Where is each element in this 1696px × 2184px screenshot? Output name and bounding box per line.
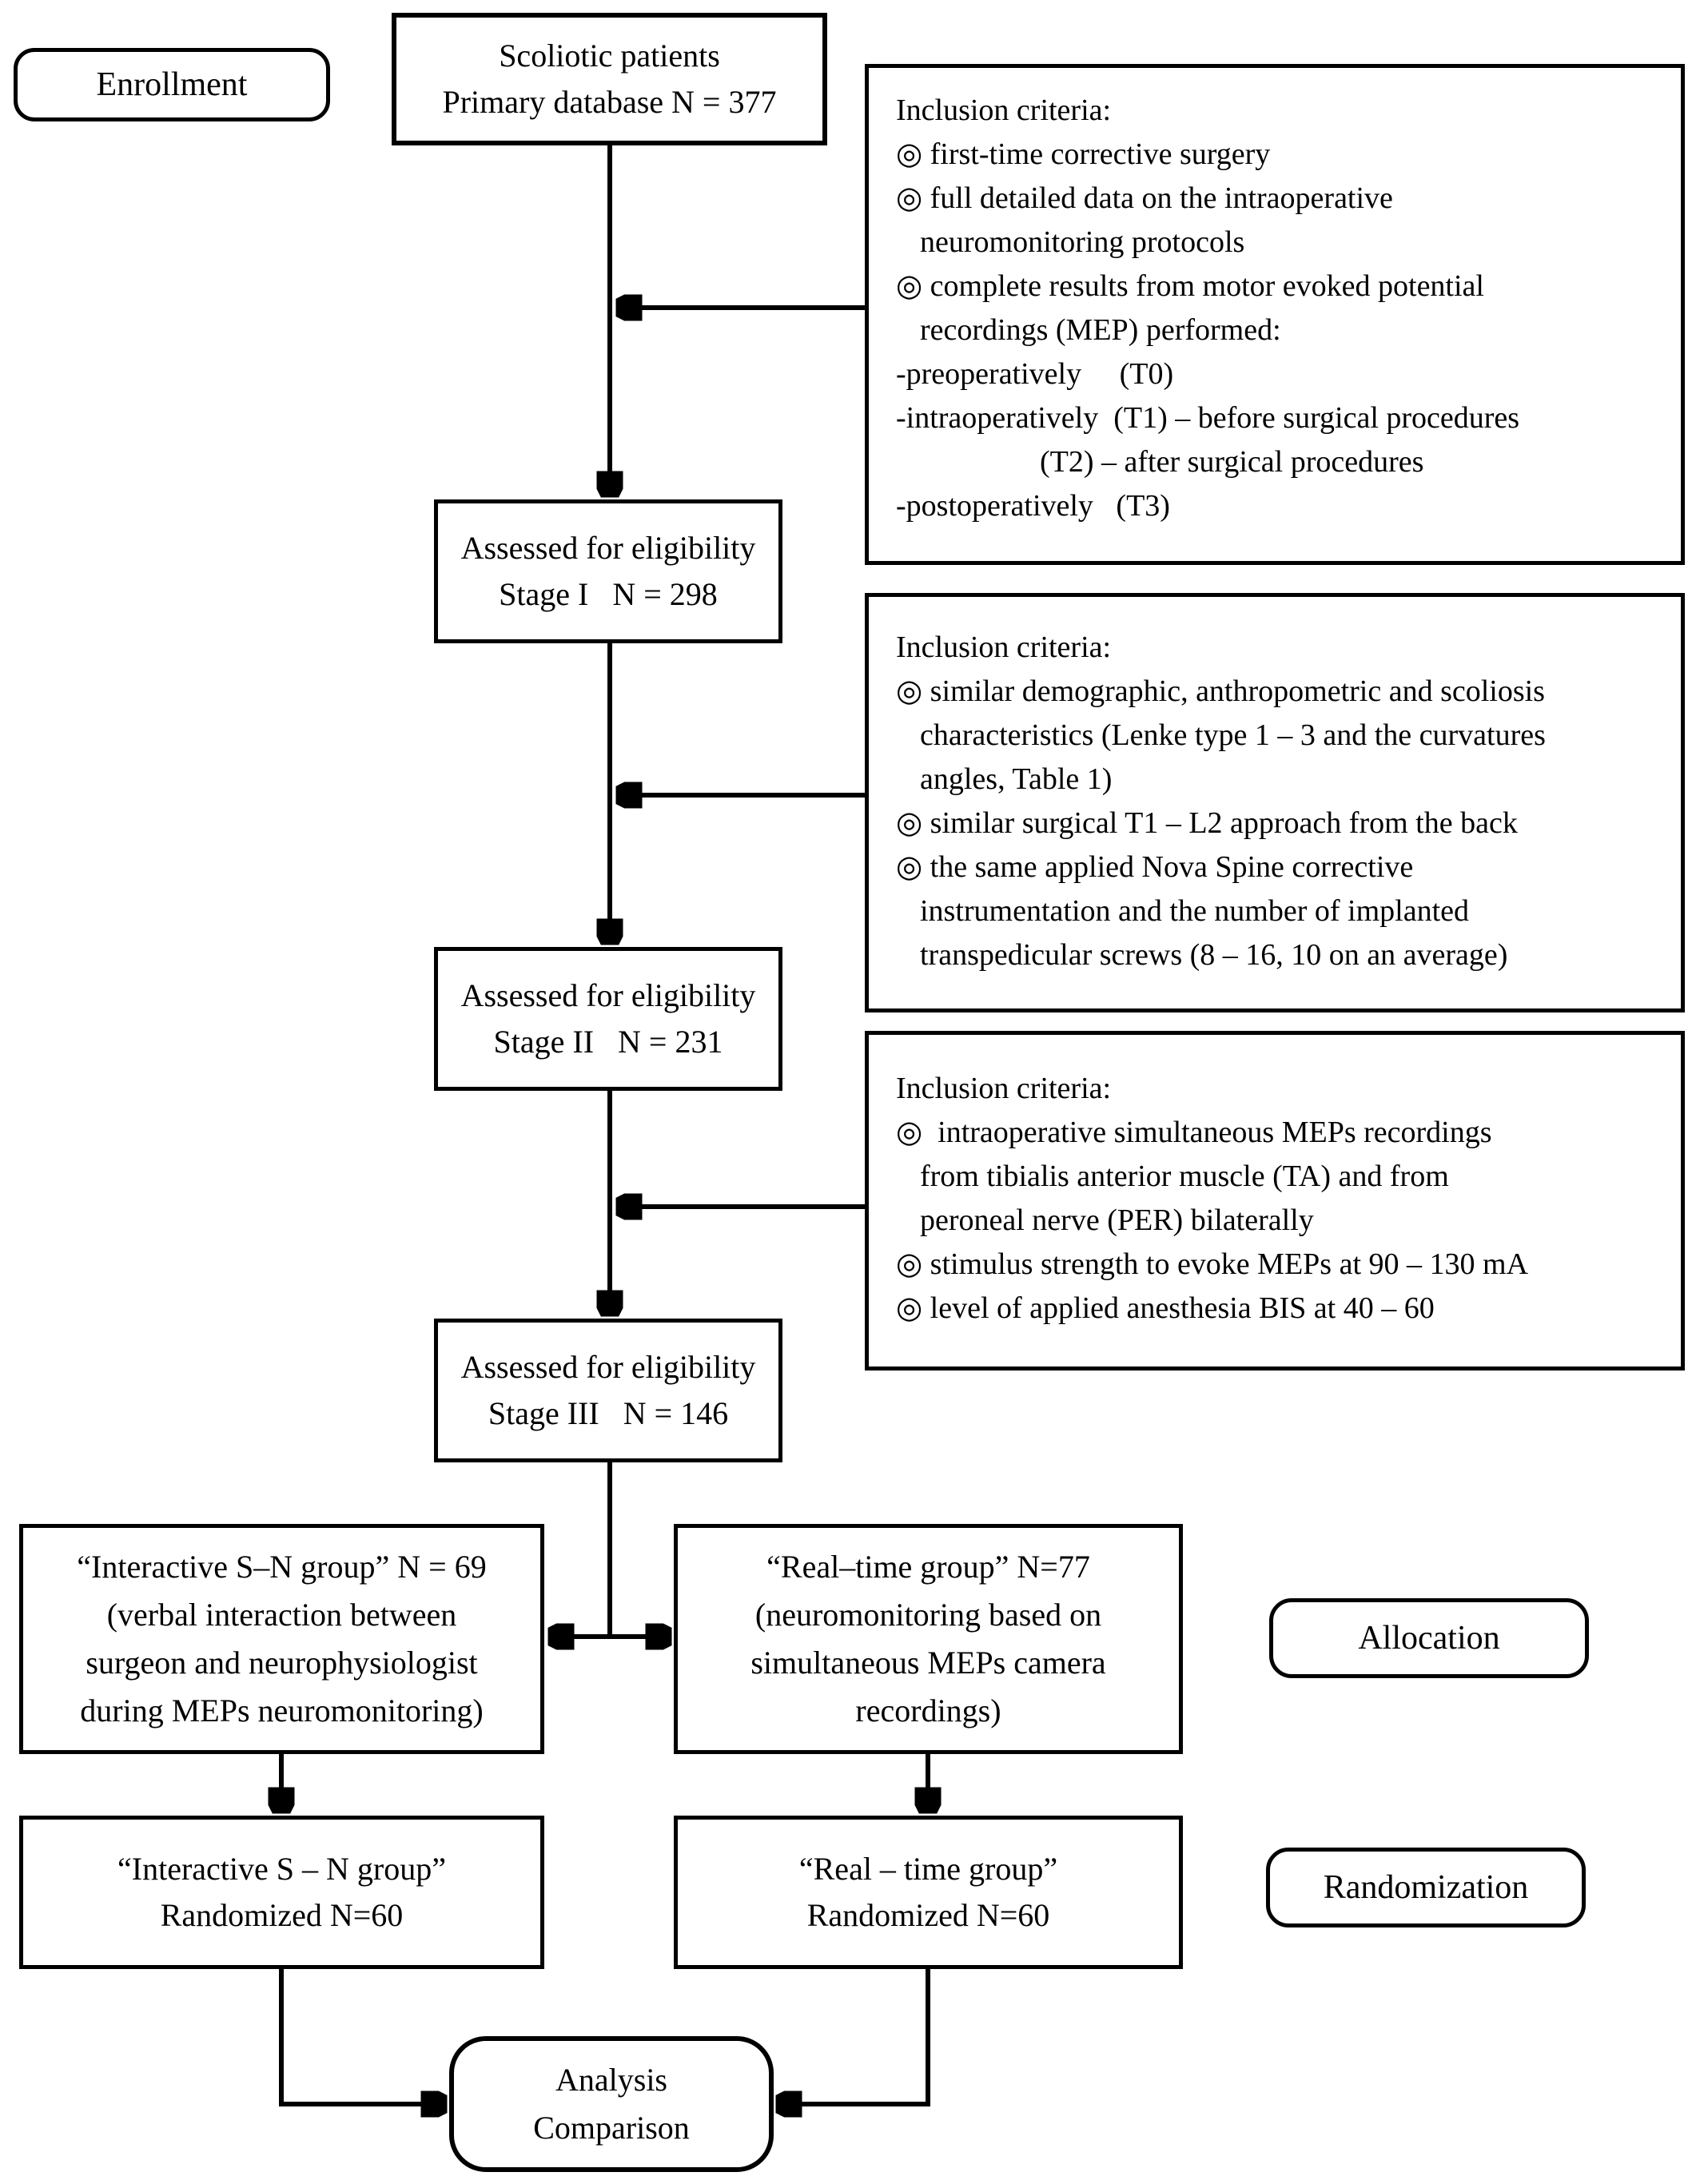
- stage3-eligibility-box: Assessed for eligibility Stage III N = 1…: [434, 1319, 782, 1462]
- inclusion-criteria-3-item: ◎ intraoperative simultaneous MEPs recor…: [896, 1116, 1492, 1149]
- primary-database-line2: Primary database N = 377: [442, 84, 777, 120]
- inclusion-criteria-1-item: ◎ first-time corrective surgery: [896, 137, 1271, 171]
- inclusion-criteria-1-title: Inclusion criteria:: [896, 93, 1112, 127]
- arrow-randomized-right-to-analysis: [777, 1969, 930, 2104]
- inclusion-criteria-1-timepoint-t2: (T2) – after surgical procedures: [1040, 445, 1424, 479]
- realtime-randomized-line2: Randomized N=60: [806, 1897, 1050, 1933]
- allocation-label-box: Allocation: [1269, 1598, 1589, 1678]
- analysis-line2: Comparison: [533, 2110, 690, 2146]
- interactive-randomized-line1: “Interactive S – N group”: [117, 1851, 446, 1887]
- stage3-line1: Assessed for eligibility: [460, 1349, 756, 1385]
- realtime-group-line3: simultaneous MEPs camera: [750, 1645, 1106, 1681]
- inclusion-criteria-2-item: ◎ the same applied Nova Spine corrective: [896, 850, 1414, 884]
- realtime-group-line2: (neuromonitoring based on: [754, 1597, 1102, 1633]
- stage1-line1: Assessed for eligibility: [460, 530, 756, 566]
- interactive-group-box: “Interactive S–N group” N = 69 (verbal i…: [19, 1524, 544, 1754]
- stage3-line2: Stage III N = 146: [488, 1395, 729, 1431]
- stage1-line2: Stage I N = 298: [499, 576, 718, 612]
- realtime-randomized-box: “Real – time group” Randomized N=60: [674, 1816, 1183, 1969]
- enrollment-label-box: Enrollment: [14, 48, 330, 121]
- inclusion-criteria-2-item-cont: angles, Table 1): [920, 762, 1113, 796]
- stage1-eligibility-box: Assessed for eligibility Stage I N = 298: [434, 499, 782, 643]
- randomization-label-box: Randomization: [1266, 1848, 1586, 1927]
- analysis-comparison-box: Analysis Comparison: [449, 2036, 774, 2172]
- inclusion-criteria-2-item: ◎ similar demographic, anthropometric an…: [896, 674, 1545, 708]
- enrollment-label: Enrollment: [96, 66, 248, 103]
- inclusion-criteria-1-item-cont: neuromonitoring protocols: [920, 225, 1245, 259]
- inclusion-criteria-2-box: Inclusion criteria: ◎ similar demographi…: [865, 593, 1685, 1012]
- inclusion-criteria-2-item: ◎ similar surgical T1 – L2 approach from…: [896, 806, 1518, 840]
- inclusion-criteria-1-timepoint-t0: -preoperatively (T0): [896, 357, 1174, 391]
- inclusion-criteria-3-item-cont: peroneal nerve (PER) bilaterally: [920, 1203, 1314, 1237]
- stage2-line1: Assessed for eligibility: [460, 977, 756, 1013]
- inclusion-criteria-3-item: ◎ level of applied anesthesia BIS at 40 …: [896, 1291, 1435, 1325]
- realtime-randomized-line1: “Real – time group”: [798, 1851, 1058, 1887]
- inclusion-criteria-1-timepoint-t1: -intraoperatively (T1) – before surgical…: [896, 401, 1520, 435]
- analysis-line1: Analysis: [555, 2062, 667, 2098]
- interactive-group-line2: (verbal interaction between: [106, 1597, 457, 1633]
- inclusion-criteria-3-item: ◎ stimulus strength to evoke MEPs at 90 …: [896, 1247, 1529, 1281]
- randomization-label: Randomization: [1323, 1869, 1529, 1906]
- inclusion-criteria-3-item-cont: from tibialis anterior muscle (TA) and f…: [920, 1160, 1449, 1193]
- inclusion-criteria-1-timepoint-t3: -postoperatively (T3): [896, 489, 1170, 523]
- inclusion-criteria-3-title: Inclusion criteria:: [896, 1072, 1112, 1105]
- realtime-group-line4: recordings): [855, 1693, 1001, 1729]
- inclusion-criteria-2-title: Inclusion criteria:: [896, 631, 1112, 664]
- allocation-label: Allocation: [1358, 1620, 1500, 1657]
- arrow-randomized-left-to-analysis: [279, 1969, 446, 2104]
- inclusion-criteria-2-item-cont: instrumentation and the number of implan…: [920, 894, 1470, 928]
- inclusion-criteria-1-item: ◎ full detailed data on the intraoperati…: [896, 181, 1393, 215]
- inclusion-criteria-1-item: ◎ complete results from motor evoked pot…: [896, 269, 1484, 303]
- primary-database-line1: Scoliotic patients: [499, 38, 720, 74]
- inclusion-criteria-1-box: Inclusion criteria: ◎ first-time correct…: [865, 64, 1685, 565]
- primary-database-box: Scoliotic patients Primary database N = …: [392, 13, 827, 145]
- interactive-group-line1: “Interactive S–N group” N = 69: [77, 1549, 487, 1585]
- inclusion-criteria-3-box: Inclusion criteria: ◎ intraoperative sim…: [865, 1031, 1685, 1370]
- realtime-group-box: “Real–time group” N=77 (neuromonitoring …: [674, 1524, 1183, 1754]
- interactive-group-line4: during MEPs neuromonitoring): [80, 1693, 484, 1729]
- inclusion-criteria-1-item-cont: recordings (MEP) performed:: [920, 313, 1281, 347]
- interactive-randomized-box: “Interactive S – N group” Randomized N=6…: [19, 1816, 544, 1969]
- inclusion-criteria-2-item-cont: transpedicular screws (8 – 16, 10 on an …: [920, 938, 1508, 972]
- interactive-group-line3: surgeon and neurophysiologist: [86, 1645, 478, 1681]
- stage2-line2: Stage II N = 231: [493, 1024, 723, 1060]
- stage2-eligibility-box: Assessed for eligibility Stage II N = 23…: [434, 947, 782, 1091]
- realtime-group-line1: “Real–time group” N=77: [766, 1549, 1090, 1585]
- interactive-randomized-line2: Randomized N=60: [160, 1897, 404, 1933]
- inclusion-criteria-2-item-cont: characteristics (Lenke type 1 – 3 and th…: [920, 718, 1546, 752]
